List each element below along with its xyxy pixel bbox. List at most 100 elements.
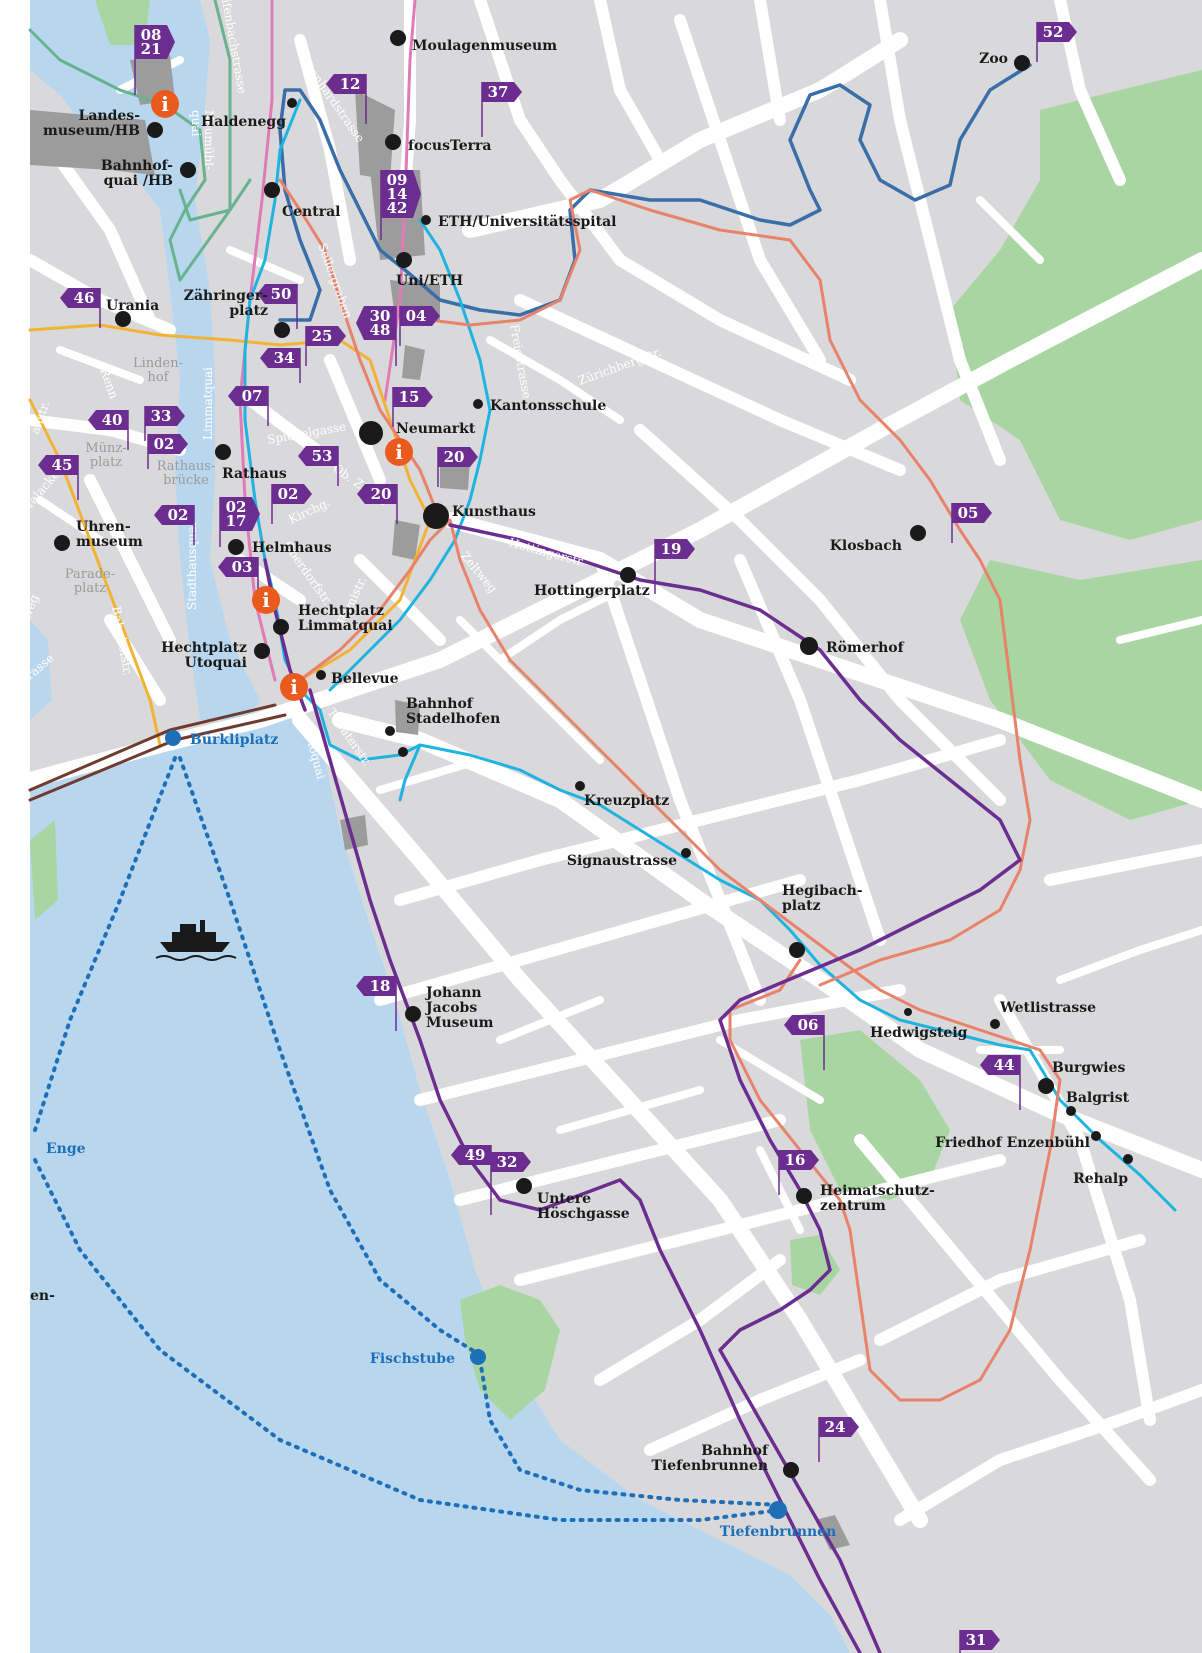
stop-marker[interactable] <box>390 30 406 46</box>
stop-marker[interactable] <box>1123 1154 1133 1164</box>
line-flag-f16[interactable]: 16 <box>778 1150 819 1195</box>
flag-line-number: 30 <box>370 307 391 325</box>
flag-line-number: 08 <box>141 26 162 44</box>
boat-stop-label-fischstube: Fischstube <box>370 1351 455 1367</box>
line-flag-f31[interactable]: 31 <box>959 1630 1000 1653</box>
stop-marker[interactable] <box>147 122 163 138</box>
line-flag-f20a[interactable]: 20 <box>437 447 478 487</box>
stop-marker[interactable] <box>796 1188 812 1204</box>
stop-marker[interactable] <box>516 1178 532 1194</box>
line-flag-f33[interactable]: 33 <box>144 406 185 441</box>
stop-marker[interactable] <box>396 252 412 268</box>
line-flag-f18[interactable]: 18 <box>356 976 397 1031</box>
flag-line-number: 18 <box>370 977 391 995</box>
stop-marker[interactable] <box>789 942 805 958</box>
line-flag-f52[interactable]: 52 <box>1036 22 1077 62</box>
line-flag-f46[interactable]: 46 <box>60 288 101 328</box>
stop-marker[interactable] <box>904 1008 912 1016</box>
stop-marker[interactable] <box>264 182 280 198</box>
stop-marker[interactable] <box>228 539 244 555</box>
boat-stop-marker[interactable] <box>470 1349 486 1365</box>
line-flag-f07[interactable]: 07 <box>228 386 269 426</box>
stop-marker[interactable] <box>783 1462 799 1478</box>
stop-marker[interactable] <box>385 726 395 736</box>
stop-marker[interactable] <box>54 535 70 551</box>
boat-stop-marker[interactable] <box>769 1501 787 1519</box>
line-flag-f50[interactable]: 50 <box>257 284 298 329</box>
line-flag-f49[interactable]: 49 <box>451 1145 492 1215</box>
info-icon[interactable]: i <box>151 90 179 118</box>
stop-label-signaustrasse: Signaustrasse <box>567 853 677 869</box>
stop-marker[interactable] <box>316 670 326 680</box>
boat-stop-label-enge_cut: en- <box>30 1288 55 1304</box>
stop-label-rehalp: Rehalp <box>1073 1171 1128 1187</box>
line-flag-f40[interactable]: 40 <box>88 410 129 450</box>
stop-marker[interactable] <box>910 525 926 541</box>
line-flag-f06[interactable]: 06 <box>784 1015 825 1070</box>
line-flag-f02b[interactable]: 02 <box>271 484 312 524</box>
flag-line-number: 40 <box>102 411 123 429</box>
stop-marker[interactable] <box>1066 1106 1076 1116</box>
flag-line-number: 52 <box>1043 23 1064 41</box>
stop-label-uhrenmuseum: Uhren-museum <box>76 519 143 550</box>
stop-marker[interactable] <box>215 444 231 460</box>
stop-marker[interactable] <box>180 162 196 178</box>
line-flag-f19[interactable]: 19 <box>654 539 695 594</box>
district-label-d_lindenhof: Linden-hof <box>133 356 183 385</box>
stop-marker[interactable] <box>473 399 483 409</box>
stop-marker[interactable] <box>254 643 270 659</box>
stop-marker[interactable] <box>800 637 818 655</box>
info-icon[interactable]: i <box>385 438 413 466</box>
stop-marker[interactable] <box>990 1019 1000 1029</box>
info-icon[interactable]: i <box>252 586 280 614</box>
info-icon[interactable]: i <box>280 673 308 701</box>
line-flag-f32[interactable]: 32 <box>491 1152 531 1172</box>
stop-marker[interactable] <box>273 619 289 635</box>
line-flag-f12[interactable]: 12 <box>326 74 367 124</box>
stop-marker[interactable] <box>287 98 297 108</box>
line-flag-f34[interactable]: 34 <box>260 348 301 383</box>
line-flag-f15[interactable]: 15 <box>392 387 433 427</box>
stop-marker[interactable] <box>423 503 449 529</box>
stop-marker[interactable] <box>398 747 408 757</box>
stop-marker[interactable] <box>405 1006 421 1022</box>
stop-marker[interactable] <box>681 848 691 858</box>
line-flag-f44[interactable]: 44 <box>980 1055 1021 1110</box>
stop-marker[interactable] <box>274 322 290 338</box>
stop-marker[interactable] <box>620 567 636 583</box>
flag-line-number: 46 <box>74 289 95 307</box>
stop-marker[interactable] <box>1038 1078 1054 1094</box>
line-flag-f45[interactable]: 45 <box>38 455 79 500</box>
stop-marker[interactable] <box>1014 55 1030 71</box>
flag-line-number: 02 <box>278 485 299 503</box>
line-flag-f05[interactable]: 05 <box>951 503 992 543</box>
line-flag-f02c[interactable]: 02 <box>154 505 195 545</box>
info-points: i i i i <box>151 90 413 701</box>
stop-marker[interactable] <box>1091 1131 1101 1141</box>
line-flag-f37[interactable]: 37 <box>481 82 522 137</box>
line-flag-f53[interactable]: 53 <box>298 446 339 486</box>
street-label-s_neumuehl: Neumühl-quai <box>189 110 216 170</box>
line-flag-f02a[interactable]: 02 <box>147 434 188 469</box>
line-flag-f24[interactable]: 24 <box>818 1417 859 1462</box>
stop-label-hedwigsteig: Hedwigsteig <box>870 1025 968 1041</box>
line-purple <box>448 523 1022 1653</box>
line-flag-f04[interactable]: 04 <box>399 306 440 346</box>
boat-stop-marker[interactable] <box>165 730 181 746</box>
flag-line-number: 53 <box>312 447 333 465</box>
stop-marker[interactable] <box>421 215 431 225</box>
boat-stops: BürkliplatzEngeFischstubeTiefenbrunnenen… <box>30 730 836 1540</box>
stop-marker[interactable] <box>385 134 401 150</box>
stop-marker[interactable] <box>359 421 383 445</box>
line-flag-f20b[interactable]: 20 <box>357 484 398 524</box>
stop-marker[interactable] <box>115 311 131 327</box>
stop-marker[interactable] <box>575 781 585 791</box>
line-flag-f03[interactable]: 03 <box>218 557 259 597</box>
line-flag-f25[interactable]: 25 <box>305 326 346 366</box>
